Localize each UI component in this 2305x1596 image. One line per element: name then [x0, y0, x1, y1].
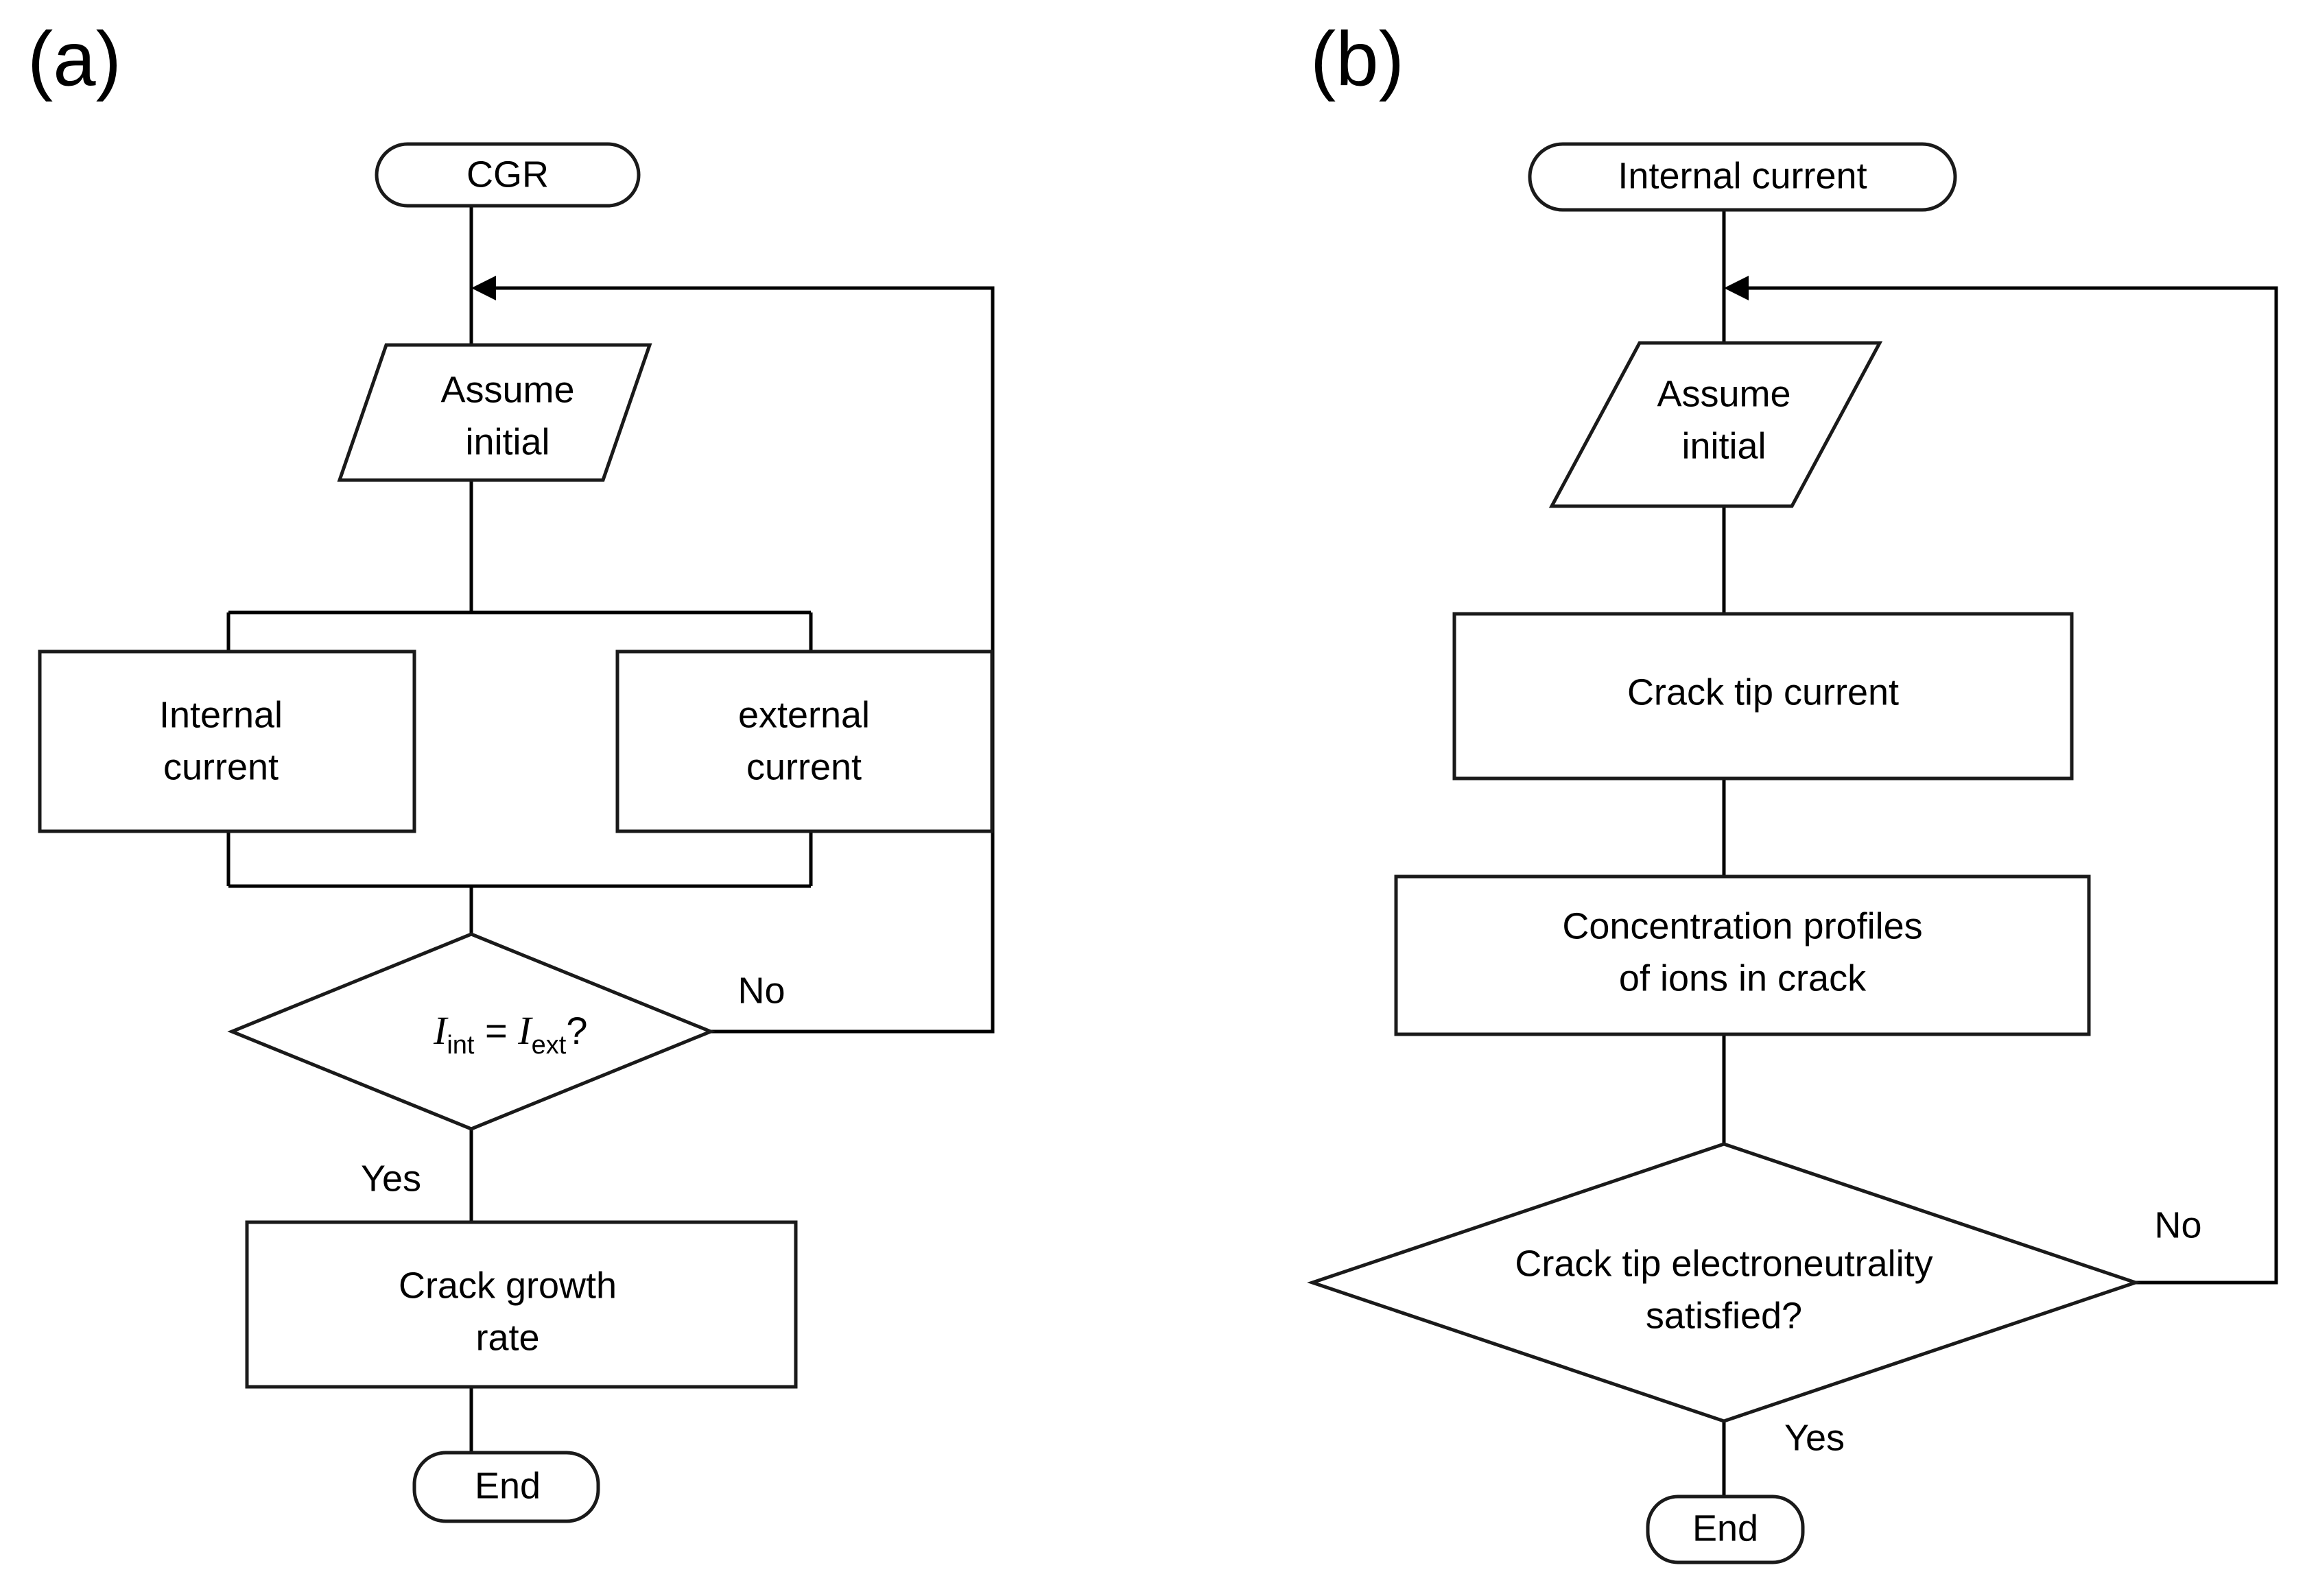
arrowhead-loop-b [1724, 276, 1749, 300]
node-assume-b[interactable] [1548, 341, 1883, 508]
node-profiles-b-line2: of ions in crack [1619, 957, 1867, 999]
node-start-b-label: Internal current [1618, 155, 1867, 196]
decision-a-subscript-2: ext [532, 1031, 567, 1060]
node-start-b[interactable] [1528, 142, 1957, 212]
edge-label-yes-a: Yes [361, 1158, 421, 1199]
node-profiles-b-line1: Concentration profiles [1562, 905, 1922, 946]
node-decision-b[interactable] [1307, 1142, 2141, 1423]
node-start-a-label: CGR [466, 154, 549, 195]
node-assume-a-line2: initial [465, 421, 549, 462]
node-end-b-label: End [1692, 1508, 1758, 1549]
node-decision-a[interactable] [227, 932, 716, 1131]
node-assume-b-line2: initial [1681, 425, 1766, 466]
node-decision-b-line2: satisfied? [1646, 1295, 1802, 1336]
edge-loop-no-b [1733, 286, 2278, 1285]
node-external-current-a-line2: current [746, 746, 862, 787]
decision-a-symbol-1: I [433, 1008, 449, 1053]
node-result-a-line1: Crack growth [399, 1265, 617, 1306]
arrowhead-loop-a [471, 276, 496, 300]
node-result-a[interactable] [245, 1220, 798, 1389]
node-result-a-line2: rate [475, 1317, 539, 1358]
node-end-a-label: End [475, 1465, 541, 1506]
node-assume-a-line1: Assume [440, 369, 574, 410]
node-internal-current-a-line2: current [163, 746, 279, 787]
edge-label-no-a: No [737, 970, 785, 1011]
node-external-current-a-line1: external [738, 694, 870, 735]
decision-a-question-mark: ? [566, 1009, 587, 1052]
panel-a-label: (a) [27, 16, 121, 102]
node-decision-b-line1: Crack tip electroneutrality [1515, 1243, 1932, 1284]
node-external-current-a[interactable] [615, 650, 994, 833]
edge-label-no-b: No [2154, 1204, 2201, 1246]
node-internal-current-a[interactable] [38, 650, 416, 833]
edge-label-yes-b: Yes [1784, 1417, 1845, 1458]
node-assume-a[interactable] [337, 343, 652, 482]
panel-b: (b) Internal current Assume initial Crac… [1307, 16, 2278, 1564]
node-end-a[interactable] [412, 1451, 600, 1523]
node-decision-a-formula: Iint = Iext? [433, 1008, 587, 1060]
node-internal-current-a-line1: Internal [159, 694, 283, 735]
node-end-b[interactable] [1646, 1494, 1805, 1564]
panel-a: (a) CGR Assume initial [27, 16, 995, 1523]
decision-a-subscript-1: int [447, 1031, 475, 1060]
node-profiles-b[interactable] [1394, 874, 2091, 1036]
node-tip-current-b[interactable] [1452, 612, 2074, 781]
decision-a-symbol-2: I [517, 1008, 533, 1053]
node-assume-b-line1: Assume [1657, 373, 1790, 414]
panel-b-label: (b) [1310, 16, 1404, 102]
decision-a-operator: = [474, 1009, 518, 1052]
node-tip-current-b-line1: Crack tip current [1627, 671, 1899, 713]
node-start-a[interactable] [375, 142, 641, 208]
